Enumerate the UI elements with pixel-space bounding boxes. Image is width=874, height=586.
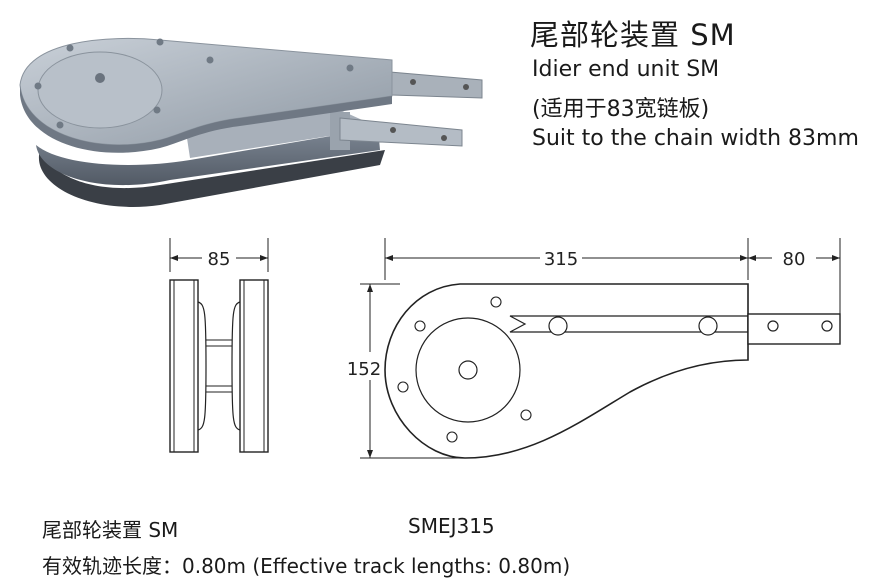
side-view-drawing: 85 (169, 238, 269, 453)
top-view-drawing: 315 80 152 (347, 238, 841, 459)
dim-height-label: 152 (347, 359, 381, 380)
dim-length-label: 315 (544, 249, 578, 270)
dim-extension-label: 80 (783, 249, 806, 270)
product-subtitle-en: Idier end unit SM (532, 57, 720, 82)
chain-width-note-cn: (适用于83宽链板) (532, 97, 710, 122)
footer-product-name: 尾部轮装置 SM (42, 518, 179, 542)
footer-model-code: SMEJ315 (408, 514, 495, 538)
product-title-cn: 尾部轮装置 SM (530, 18, 736, 52)
chain-width-note-en: Suit to the chain width 83mm (532, 126, 859, 151)
footer-track-length: 有效轨迹长度：0.80m (Effective track lengths: 0… (42, 554, 571, 578)
dim-side-width-label: 85 (208, 249, 231, 270)
product-photo (19, 37, 483, 207)
